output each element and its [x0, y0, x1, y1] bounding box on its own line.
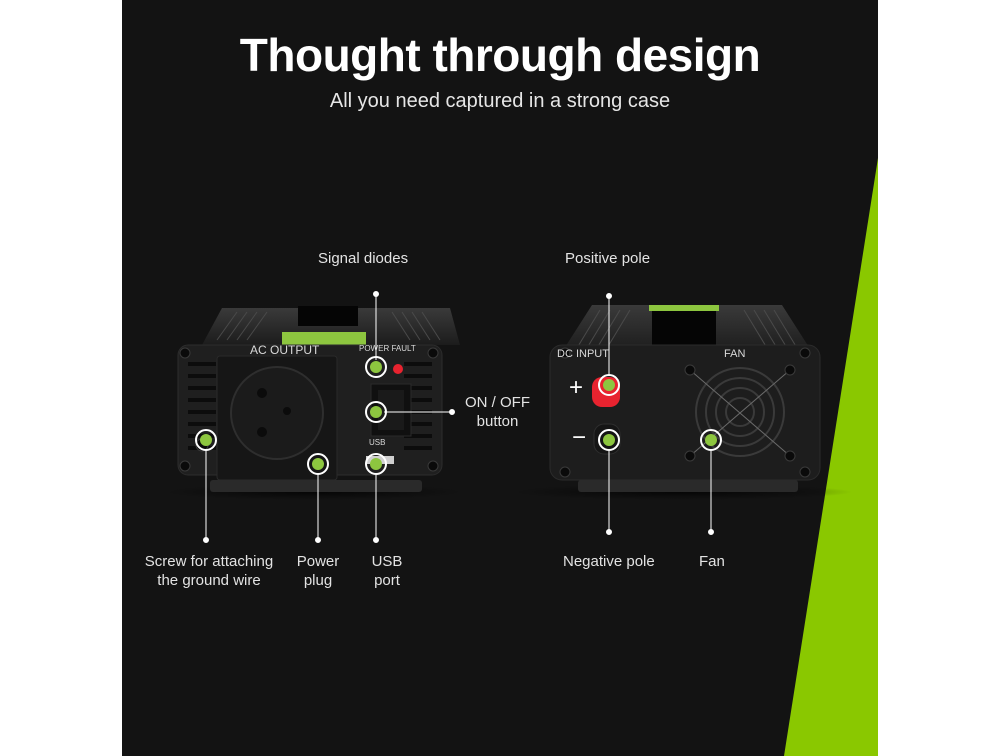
callout-power-plug: Power plug [292, 552, 344, 590]
minus-symbol: − [572, 424, 587, 451]
inverter-illustrations [164, 291, 852, 543]
power-plug-hotspot[interactable] [307, 453, 329, 475]
page-subtitle: All you need captured in a strong case [329, 90, 671, 112]
callout-on-off-button: ON / OFF button [465, 393, 530, 431]
callout-signal-diodes: Signal diodes [318, 250, 409, 267]
dc-input-label: DC INPUT [557, 348, 609, 360]
callout-positive-pole: Positive pole [565, 250, 651, 267]
callout-ground-screw-line2: the ground wire [157, 572, 261, 589]
callout-usb-port: USB port [362, 552, 412, 590]
callout-negative-pole: Negative pole [563, 553, 655, 570]
signal-diodes-hotspot[interactable] [365, 356, 387, 378]
ac-output-label: AC OUTPUT [250, 343, 320, 357]
green-accent-stripe [784, 158, 878, 756]
fan-device-label: FAN [724, 348, 746, 360]
callout-on-off-line2: button [476, 413, 519, 430]
callout-power-plug-line2: plug [303, 572, 333, 589]
rear-inverter [512, 305, 852, 500]
callout-on-off-line1: ON / OFF [465, 394, 530, 411]
callout-lines [203, 291, 714, 543]
callout-ground-screw-line1: Screw for attaching [144, 553, 274, 570]
callout-fan: Fan [699, 553, 725, 570]
positive-pole-hotspot[interactable] [598, 374, 620, 396]
page-title: Thought through design [239, 29, 761, 81]
power-fault-label: POWER FAULT [359, 344, 416, 353]
on-off-button-hotspot[interactable] [365, 401, 387, 423]
ground-screw-hotspot[interactable] [195, 429, 217, 451]
negative-pole-hotspot[interactable] [598, 429, 620, 451]
callout-usb-port-line2: port [374, 572, 400, 589]
fan-hotspot[interactable] [700, 429, 722, 451]
usb-device-label: USB [369, 438, 386, 447]
callout-ground-screw: Screw for attaching the ground wire [142, 552, 276, 590]
product-feature-panel: Thought through design All you need capt… [122, 0, 878, 756]
usb-port-hotspot[interactable] [365, 453, 387, 475]
plus-symbol: + [569, 374, 584, 401]
callout-power-plug-line1: Power [296, 553, 340, 570]
callout-usb-port-line1: USB [371, 553, 403, 570]
